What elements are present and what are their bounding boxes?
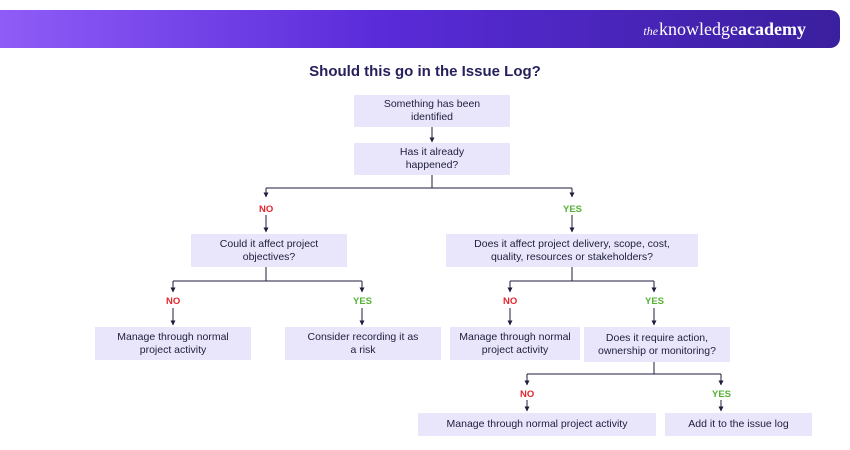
node-manage-normal-1: Manage through normal project activity	[95, 327, 251, 360]
node-require-action: Does it require action, ownership or mon…	[584, 327, 730, 362]
label-no-1: NO	[259, 204, 274, 215]
node-affect-objectives: Could it affect project objectives?	[191, 234, 347, 267]
node-add-issue-log: Add it to the issue log	[665, 413, 812, 436]
node-affect-delivery: Does it affect project delivery, scope, …	[446, 234, 698, 267]
label-yes-3: YES	[645, 296, 665, 307]
label-no-2: NO	[166, 296, 181, 307]
header-banner: theknowledgeacademy	[0, 10, 840, 48]
node-something-identified: Something has been identified	[354, 95, 510, 127]
brand-logo: theknowledgeacademy	[643, 19, 806, 39]
diagram-title: Should this go in the Issue Log?	[309, 63, 541, 80]
node-manage-normal-3: Manage through normal project activity	[418, 413, 656, 436]
label-no-3: NO	[503, 296, 518, 307]
node-manage-normal-2: Manage through normal project activity	[450, 327, 580, 360]
label-yes-4: YES	[712, 389, 732, 400]
node-consider-risk: Consider recording it as a risk	[285, 327, 441, 360]
label-yes-1: YES	[563, 204, 583, 215]
label-yes-2: YES	[353, 296, 373, 307]
node-already-happened: Has it already happened?	[354, 143, 510, 175]
label-no-4: NO	[520, 389, 535, 400]
